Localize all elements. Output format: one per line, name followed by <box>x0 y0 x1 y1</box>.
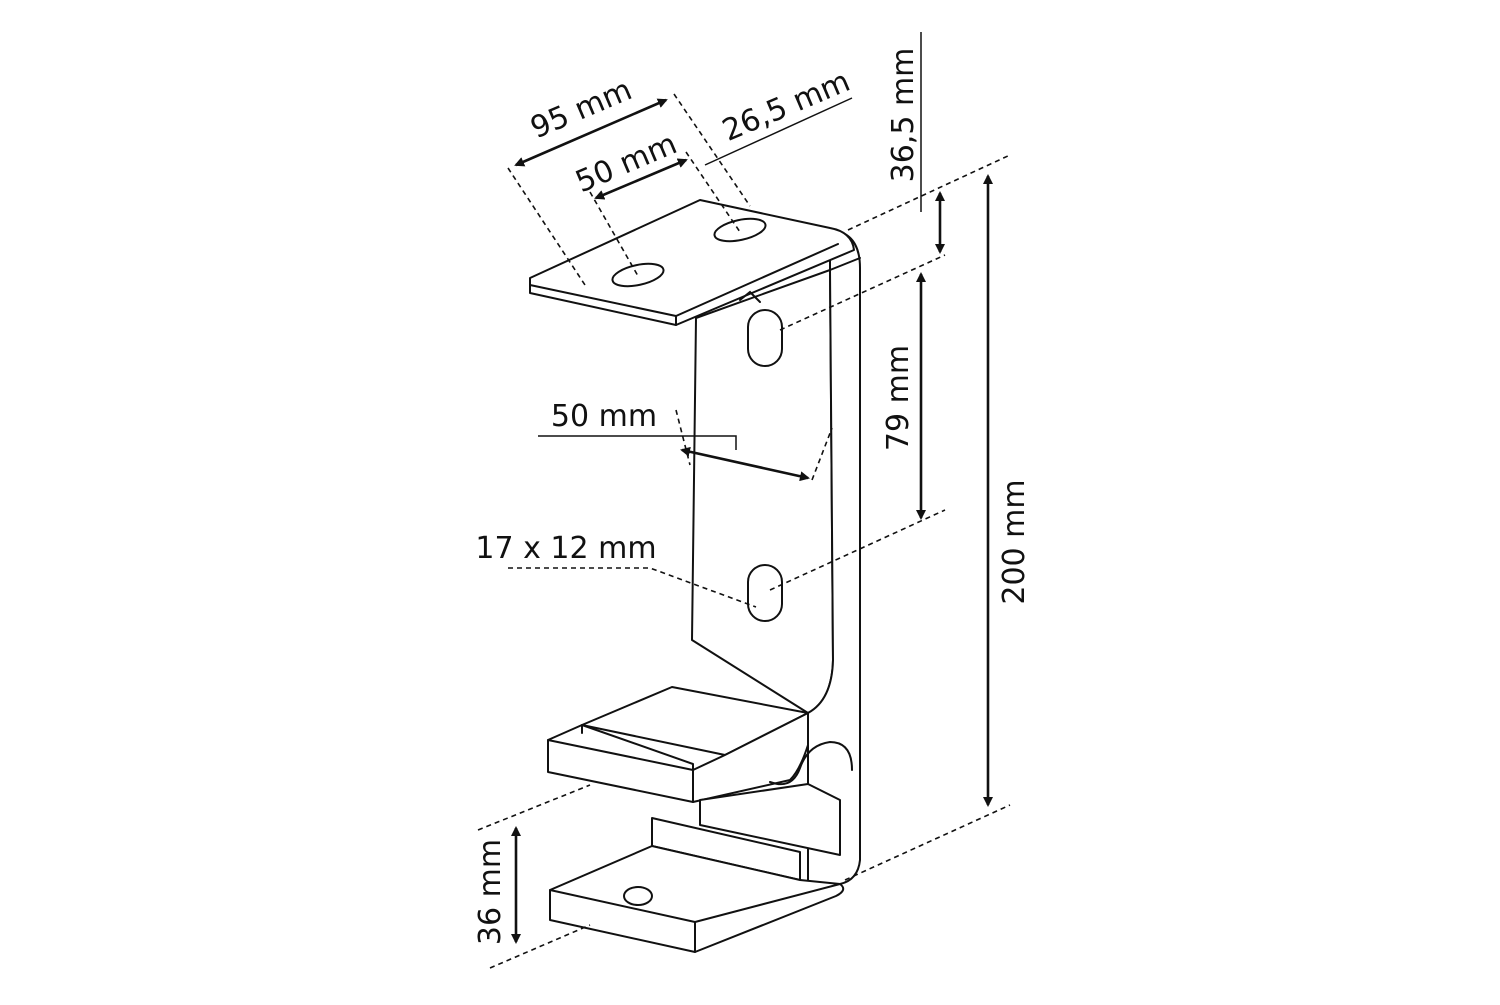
bracket-drawing <box>529 199 861 953</box>
lower-slot <box>747 564 783 622</box>
plate-side <box>807 229 861 885</box>
upper-slot <box>747 309 783 367</box>
label-50mm-back: 50 mm <box>551 399 657 434</box>
arrow-50mm-top <box>594 158 688 200</box>
back-strip <box>699 783 841 856</box>
top-hole-front <box>611 262 665 288</box>
label-79mm: 79 mm <box>881 345 916 451</box>
arrow-95mm <box>514 98 668 167</box>
arrow-50mm-back <box>680 446 810 482</box>
label-50mm-top: 50 mm <box>571 126 682 200</box>
label-95mm: 95 mm <box>526 72 637 146</box>
label-365mm: 36,5 mm <box>886 48 921 183</box>
lower-rail-plate <box>549 845 845 953</box>
top-flange <box>529 199 855 326</box>
label-36mm: 36 mm <box>473 839 508 945</box>
label-17x12mm: 17 x 12 mm <box>475 531 656 566</box>
bottom-hole <box>623 886 653 906</box>
dimension-lines <box>477 32 1011 969</box>
label-200mm: 200 mm <box>997 479 1032 604</box>
top-hole-back <box>713 217 767 243</box>
